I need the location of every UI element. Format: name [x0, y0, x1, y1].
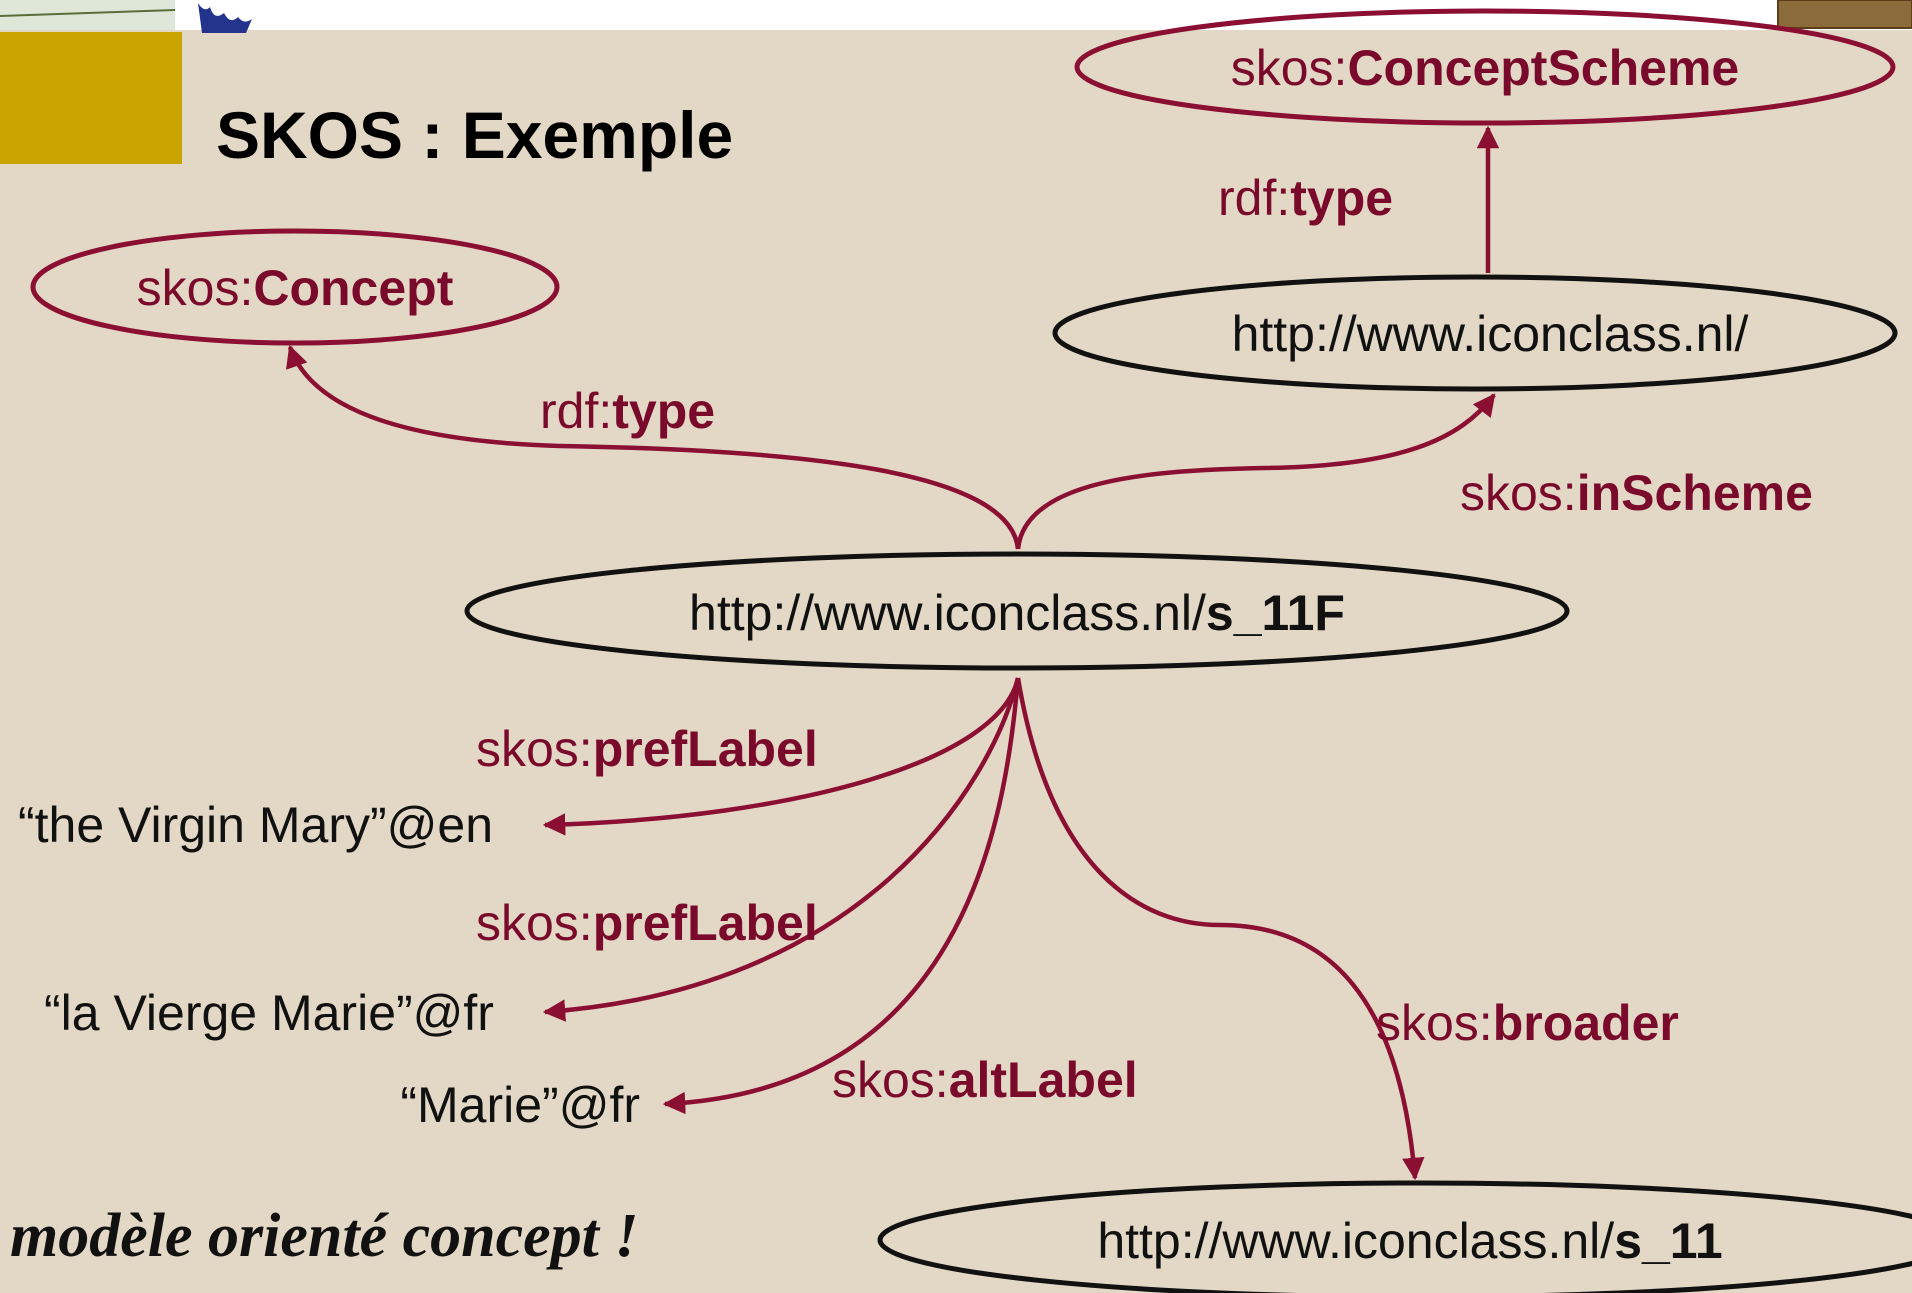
- literal-vierge-marie-fr: “la Vierge Marie”@fr: [44, 985, 494, 1041]
- edge-rdf-type-concept: [286, 344, 1021, 550]
- accent-block: [0, 32, 182, 164]
- edge-pref-label-en: [542, 677, 1021, 836]
- node-concept-class: skos:Concept: [30, 228, 560, 346]
- node-main-uri-base: http://www.iconclass.nl/: [689, 585, 1206, 641]
- svg-text:skos:Concept: skos:Concept: [137, 260, 454, 316]
- header-logo-left: [0, 0, 252, 33]
- node-concept-name: Concept: [253, 260, 453, 316]
- node-broader-uri: http://www.iconclass.nl/s_11: [877, 1180, 1912, 1293]
- label-broader: skos:broader: [1376, 995, 1679, 1051]
- literal-marie-fr: “Marie”@fr: [400, 1077, 640, 1133]
- footer-tagline: modèle orienté concept !: [10, 1202, 638, 1270]
- node-main-uri: http://www.iconclass.nl/s_11F: [464, 551, 1570, 671]
- slide-background: [0, 30, 1912, 1293]
- label-in-scheme: skos:inScheme: [1460, 465, 1813, 521]
- literal-virgin-mary-en: “the Virgin Mary”@en: [18, 797, 493, 853]
- node-scheme-uri-text: http://www.iconclass.nl/: [1232, 306, 1749, 362]
- edge-broader: [1015, 677, 1425, 1181]
- node-scheme-prefix: skos:: [1231, 40, 1348, 96]
- svg-text:skos:ConceptScheme: skos:ConceptScheme: [1231, 40, 1739, 96]
- label-rdf-type-concept: rdf:type: [540, 383, 715, 439]
- edge-alt-label: [662, 677, 1021, 1115]
- node-concept-prefix: skos:: [137, 260, 254, 316]
- label-pref-label-en: skos:prefLabel: [476, 721, 818, 777]
- node-scheme-uri: http://www.iconclass.nl/: [1052, 274, 1898, 392]
- node-broader-uri-id: s_11: [1614, 1213, 1722, 1269]
- slide-title: SKOS : Exemple: [216, 98, 733, 172]
- node-main-uri-id: s_11F: [1206, 585, 1345, 641]
- svg-text:http://www.iconclass.nl/s_11F: http://www.iconclass.nl/s_11F: [689, 585, 1345, 641]
- header-logo-right: [1777, 0, 1912, 29]
- edge-pref-label-fr: [542, 677, 1021, 1022]
- node-concept-scheme-class: skos:ConceptScheme: [1074, 8, 1896, 126]
- node-broader-uri-base: http://www.iconclass.nl/: [1097, 1213, 1614, 1269]
- label-pref-label-fr: skos:prefLabel: [476, 895, 818, 951]
- label-alt-label: skos:altLabel: [832, 1052, 1138, 1108]
- node-scheme-name: ConceptScheme: [1347, 40, 1739, 96]
- edge-in-scheme: [1015, 393, 1496, 550]
- label-rdf-type-scheme: rdf:type: [1218, 170, 1393, 226]
- svg-text:http://www.iconclass.nl/s_11: http://www.iconclass.nl/s_11: [1097, 1213, 1722, 1269]
